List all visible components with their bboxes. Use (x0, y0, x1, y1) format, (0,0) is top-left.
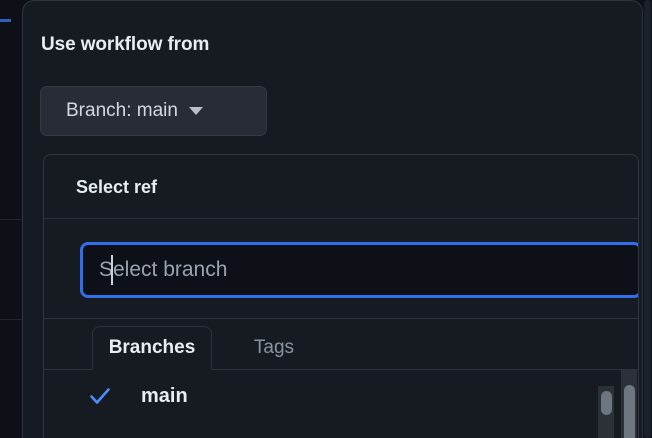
dialog-inner-scrollbar[interactable] (598, 386, 614, 438)
page-scrollbar[interactable] (643, 0, 652, 438)
tabs-baseline (44, 369, 638, 370)
branch-list: main (44, 370, 638, 438)
backdrop-divider (0, 319, 22, 320)
ref-type-tabs: Branches Tags (44, 321, 638, 370)
text-caret (111, 255, 113, 285)
list-item[interactable]: main (44, 370, 638, 422)
tab-branches[interactable]: Branches (92, 326, 212, 370)
page-title: Use workflow from (41, 34, 210, 55)
search-field-wrapper (80, 242, 638, 298)
tab-tags[interactable]: Tags (253, 337, 295, 358)
select-ref-header: Select ref (44, 155, 638, 219)
select-ref-panel: Select ref Branches Tags main (43, 154, 639, 438)
branch-list-scrollbar[interactable] (621, 370, 637, 438)
branch-list-scrollbar-thumb[interactable] (624, 385, 635, 438)
search-input[interactable] (80, 242, 638, 298)
select-ref-title: Select ref (76, 177, 158, 197)
backdrop-divider (0, 219, 22, 220)
use-workflow-dialog: Use workflow from Branch: main Select re… (22, 0, 643, 438)
branch-selector-label: Branch: main (66, 100, 178, 121)
select-ref-search-row (44, 219, 638, 319)
list-item-label: main (141, 384, 188, 407)
branch-selector-button[interactable]: Branch: main (40, 86, 267, 136)
dialog-inner-scrollbar-thumb[interactable] (601, 391, 612, 415)
accent-line-left (0, 19, 11, 22)
check-icon (90, 388, 110, 404)
chevron-down-icon (188, 107, 203, 115)
page-scrollbar-thumb[interactable] (644, 0, 651, 438)
